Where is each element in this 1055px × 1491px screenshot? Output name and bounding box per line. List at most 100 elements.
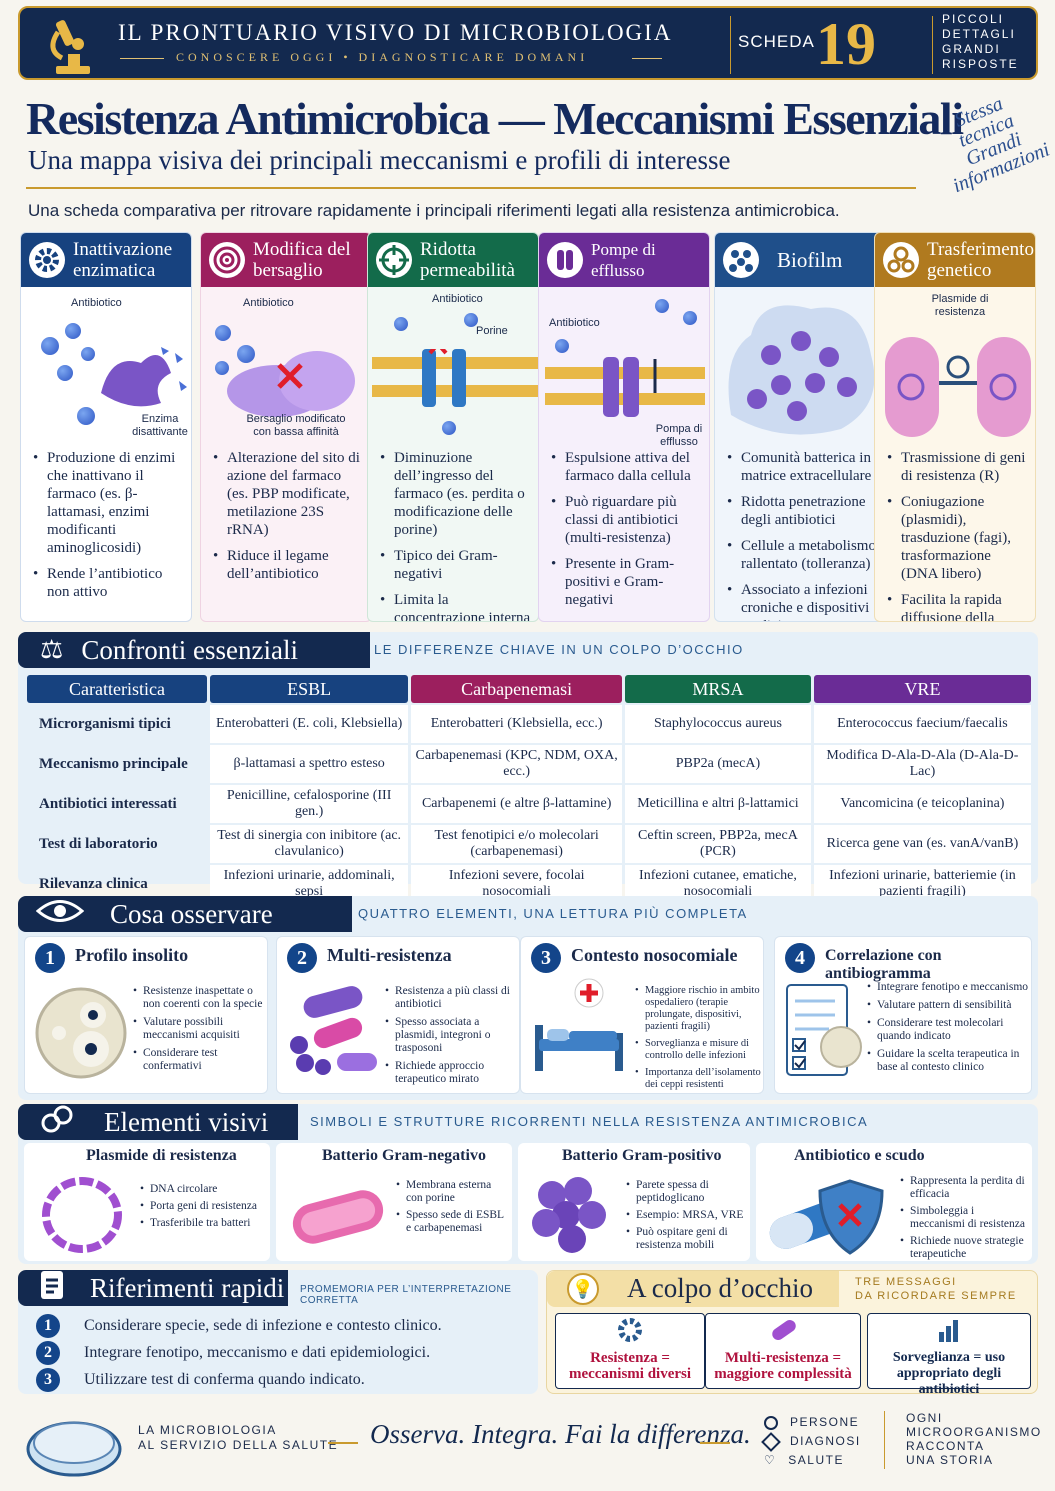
table-cell: Meticillina e altri β-lattamici <box>625 785 811 823</box>
table-row: Microrganismi tipici Enterobatteri (E. co… <box>27 705 1031 743</box>
mechanism-card-permeability: Ridotta permeabilità Antibiotico Porine … <box>367 232 539 622</box>
intro-text: Una scheda comparativa per ritrovare rap… <box>28 201 840 220</box>
mechanism-card-target: Modifica del bersaglio Antibiotico Bersa… <box>200 232 372 622</box>
table-cell: Enterococcus faecium/faecalis <box>813 705 1031 743</box>
header-title: IL PRONTUARIO VISIVO DI MICROBIOLOGIA <box>118 20 673 45</box>
petri-dish-icon <box>35 987 127 1079</box>
conjugation-illustration: Plasmide di resistenza <box>875 287 1035 449</box>
visual-card: Batterio Gram-negativo Membrana esterna … <box>276 1143 512 1261</box>
lightbulb-icon: 💡 <box>567 1273 599 1305</box>
observe-card: 1 Profilo insolito Resistenze inaspettat… <box>24 936 268 1094</box>
header-tagline: CONOSCERE OGGI • DIAGNOSTICARE DOMANI <box>176 50 589 64</box>
table-cell: PBP2a (mecA) <box>625 745 811 783</box>
references-title: Riferimenti rapidi <box>90 1272 285 1303</box>
bar-chart-icon <box>939 1320 958 1342</box>
visuals-subtitle: SIMBOLI E STRUTTURE RICORRENTI NELLA RES… <box>310 1114 869 1129</box>
table-header: VRE <box>813 675 1031 703</box>
table-cell: Penicilline, cefalosporine (III gen.) <box>210 785 409 823</box>
table-row: Antibiotici interessati Penicilline, cefa… <box>27 785 1031 823</box>
table-row: Meccanismo principale β-lattamasi a spett… <box>27 745 1031 783</box>
enzyme-illustration: Antibiotico Enzima disattivante <box>21 287 191 449</box>
mechanism-card-biofilm: Biofilm Comunità batterica in matrice ex… <box>714 232 886 622</box>
table-cell: Ceftin screen, PBP2a, mecA (PCR) <box>625 825 811 863</box>
biofilm-illustration <box>715 287 885 449</box>
row-label: Meccanismo principale <box>39 756 188 772</box>
gear-icon <box>618 1318 642 1342</box>
link-icon <box>40 1104 74 1141</box>
table-header: ESBL <box>210 675 409 703</box>
table-cell: Test di sinergia con inibitore (ac. clav… <box>210 825 409 863</box>
table-cell: β-lattamasi a spettro esteso <box>210 745 409 783</box>
reference-text: Utilizzare test di conferma quando indic… <box>84 1370 365 1388</box>
references-section: Riferimenti rapidi PROMEMORIA PER L’INTE… <box>18 1270 538 1394</box>
observe-subtitle: QUATTRO ELEMENTI, UNA LETTURA PIÙ COMPLE… <box>358 906 748 921</box>
references-subtitle: PROMEMORIA PER L’INTERPRETAZIONE CORRETT… <box>300 1284 512 1306</box>
glance-title: A colpo d’occhio <box>627 1273 813 1303</box>
mechanism-card-enzymatic: Inattivazione enzimatica Antibiotico Enz… <box>20 232 192 622</box>
gene-transfer-icon <box>883 242 919 278</box>
mechanism-bullets: Produzione di enzimi che inattivano il f… <box>21 449 191 601</box>
glance-message: Multi-resistenza = maggiore complessità <box>705 1313 861 1389</box>
row-label: Antibiotici interessati <box>39 796 177 812</box>
reference-number: 1 <box>36 1313 60 1338</box>
efflux-illustration: Antibiotico Pompa di efflusso <box>539 287 709 449</box>
scheda-label: SCHEDA <box>738 32 815 51</box>
row-label: Microrganismi tipici <box>39 716 171 732</box>
table-header: Carbapenemasi <box>411 675 623 703</box>
header-banner: IL PRONTUARIO VISIVO DI MICROBIOLOGIA CO… <box>18 6 1038 80</box>
visual-card: Batterio Gram-positivo Parete spessa di … <box>518 1143 750 1261</box>
reference-text: Integrare fenotipo, meccanismo e dati ep… <box>84 1343 431 1361</box>
mechanism-card-efflux: Pompe di efflusso Antibiotico Pompa di e… <box>538 232 710 622</box>
hospital-bed-icon <box>535 978 623 1071</box>
table-cell: Vancomicina (e teicoplanina) <box>813 785 1031 823</box>
gram-negative-bacterium-icon <box>292 1190 384 1244</box>
document-icon <box>40 1270 64 1307</box>
table-cell: Enterobatteri (Klebsiella, ecc.) <box>411 705 623 743</box>
title-divider <box>26 187 916 189</box>
footer-pillars: PERSONE DIAGNOSI ♡SALUTE <box>761 1413 861 1470</box>
glance-message: Resistenza = meccanismi diversi <box>555 1313 705 1389</box>
scales-icon: ⚖ <box>40 635 64 664</box>
capsule-icon <box>772 1319 796 1341</box>
target-icon <box>209 242 245 278</box>
reference-item: 3 Utilizzare test di conferma quando indi… <box>36 1366 526 1393</box>
crosshair-icon <box>376 242 412 278</box>
comparison-table: Caratteristica ESBL Carbapenemasi MRSA V… <box>24 673 1034 905</box>
row-label: Rilevanza clinica <box>39 876 148 892</box>
mechanism-header: Inattivazione enzimatica <box>21 233 191 287</box>
gram-positive-bacterium-icon <box>532 1177 606 1253</box>
checklist-icon <box>786 984 862 1076</box>
visual-card: Antibiotico e scudo Rappresenta la perdi… <box>756 1143 1032 1261</box>
plasmid-icon <box>42 1177 122 1253</box>
row-label: Test di laboratorio <box>39 836 158 852</box>
heart-icon: ♡ <box>764 1453 777 1467</box>
petri-dish-icon <box>26 1421 122 1477</box>
table-header: MRSA <box>625 675 811 703</box>
page-title: Resistenza Antimicrobica — Meccanismi Es… <box>26 93 964 144</box>
microscope-icon <box>50 20 90 74</box>
table-header: Caratteristica <box>27 675 207 703</box>
observe-card: 4 Correlazione con antibiogramma Integra… <box>774 936 1032 1094</box>
observe-card: 2 Multi-resistenza Resistenza a più clas… <box>276 936 520 1094</box>
scheda-number: 19 <box>816 11 876 77</box>
pump-icon <box>547 242 583 278</box>
table-cell: Carbapenemasi (KPC, NDM, OXA, ecc.) <box>411 745 623 783</box>
table-cell: Test fenotipici e/o molecolari (carbapen… <box>411 825 623 863</box>
antibiotic-shield-icon <box>769 1179 884 1255</box>
page-subtitle: Una mappa visiva dei principali meccanis… <box>28 145 731 175</box>
visuals-title: Elementi visivi <box>104 1106 269 1137</box>
porin-illustration: Antibiotico Porine <box>368 287 538 449</box>
comparisons-title: Confronti essenziali <box>81 634 299 665</box>
table-cell: Staphylococcus aureus <box>625 705 811 743</box>
visual-card: Plasmide di resistenza DNA circolarePort… <box>24 1143 270 1261</box>
table-cell: Enterobatteri (E. coli, Klebsiella) <box>210 705 409 743</box>
gear-icon <box>29 242 65 278</box>
observe-card: 3 Contesto nosocomiale Maggiore rischio … <box>520 936 764 1094</box>
reference-number: 3 <box>36 1367 60 1392</box>
